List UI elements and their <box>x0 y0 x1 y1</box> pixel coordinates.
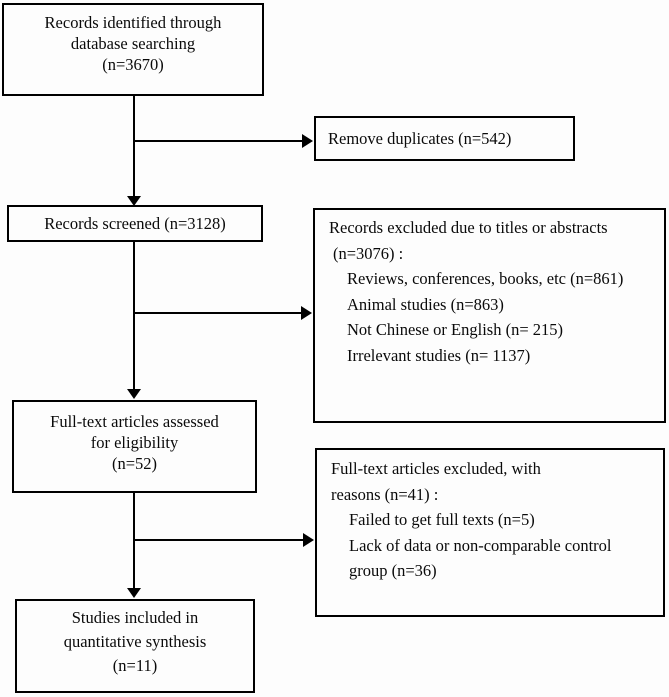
records-excluded-title: Records excluded due to titles or abstra… <box>329 218 608 237</box>
records-identified-line-2: database searching <box>70 34 196 53</box>
arrow-right-to-records-excluded-icon <box>301 306 312 320</box>
box-studies-included: Studies included in quantitative synthes… <box>15 599 255 693</box>
studies-included-count: (n=11) <box>112 656 158 675</box>
excluded-reason-irrelevant: Irrelevant studies (n= 1137) <box>347 345 531 365</box>
flow-line-fulltext-to-included <box>133 493 135 589</box>
records-identified-count: (n=3670) <box>102 55 164 74</box>
excluded-reason-reviews: Reviews, conferences, books, etc (n=861) <box>347 269 624 288</box>
box-fulltext-excluded: Full-text articles excluded, with reason… <box>315 448 665 617</box>
records-screened-label: Records screened (n=3128) <box>44 213 226 233</box>
fulltext-excluded-reason-no-text: Failed to get full texts (n=5) <box>349 510 535 529</box>
records-excluded-count: (n=3076) : <box>333 243 404 263</box>
records-identified-line-1: Records identified through <box>44 13 222 32</box>
excluded-reason-language: Not Chinese or English (n= 215) <box>347 320 563 339</box>
fulltext-excluded-reason-no-data-1: Lack of data or non-comparable control <box>349 535 612 555</box>
flow-line-identified-to-screened <box>133 96 135 198</box>
arrow-down-to-screened-icon <box>127 196 141 206</box>
fulltext-assessed-count: (n=52) <box>111 454 158 473</box>
remove-duplicates-label: Remove duplicates (n=542) <box>328 128 512 148</box>
box-records-identified: Records identified through database sear… <box>2 3 264 96</box>
fulltext-excluded-count: reasons (n=41) : <box>331 484 439 504</box>
fulltext-assessed-line-2: for eligibility <box>90 433 179 452</box>
fulltext-assessed-line-1: Full-text articles assessed <box>50 412 219 431</box>
excluded-reason-animal: Animal studies (n=863) <box>347 294 504 314</box>
box-records-screened: Records screened (n=3128) <box>7 205 263 242</box>
arrow-right-to-duplicates-icon <box>302 134 313 148</box>
branch-line-to-duplicates <box>134 140 303 142</box>
studies-included-line-1: Studies included in <box>71 608 199 627</box>
fulltext-excluded-reason-no-data-2: group (n=36) <box>349 561 437 580</box>
branch-line-to-records-excluded <box>134 312 302 314</box>
studies-included-line-2: quantitative synthesis <box>63 632 207 651</box>
box-remove-duplicates: Remove duplicates (n=542) <box>314 116 575 161</box>
arrow-right-to-fulltext-excluded-icon <box>303 533 314 547</box>
arrow-down-to-fulltext-icon <box>127 389 141 399</box>
arrow-down-to-included-icon <box>127 588 141 598</box>
flow-line-screened-to-fulltext <box>133 242 135 390</box>
branch-line-to-fulltext-excluded <box>134 539 304 541</box>
fulltext-excluded-title: Full-text articles excluded, with <box>331 459 541 478</box>
box-fulltext-assessed: Full-text articles assessed for eligibil… <box>12 400 257 493</box>
box-records-excluded: Records excluded due to titles or abstra… <box>313 208 666 423</box>
